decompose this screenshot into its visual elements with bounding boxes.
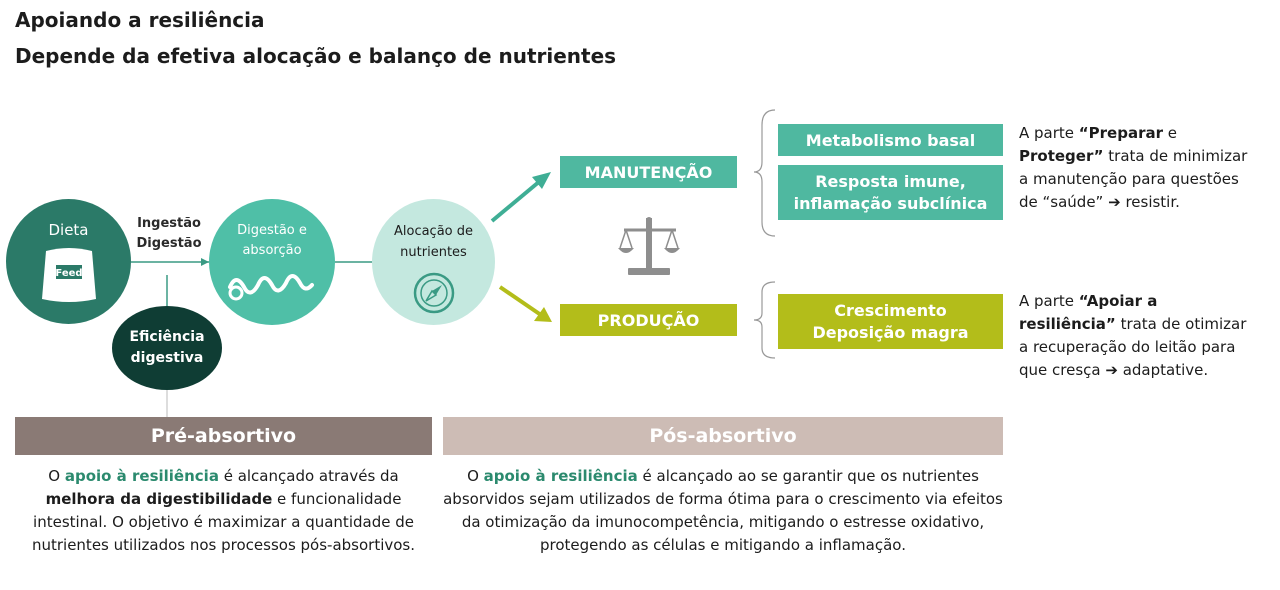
desc-bold: melhora da digestibilidade: [45, 490, 273, 508]
note-bold: “Preparar: [1078, 124, 1163, 142]
note-text: adaptative.: [1117, 361, 1209, 379]
note-text: trata de minimizar a manutenção para que…: [1019, 147, 1248, 211]
manutencao-box: MANUTENÇÃO: [560, 156, 737, 188]
digestao-e-label: Digestão e: [237, 223, 307, 238]
absorcao-label: absorção: [242, 243, 302, 258]
inflamacao-label: inflamação subclínica: [793, 193, 988, 213]
desc-text: é alcançado através da: [218, 467, 399, 485]
desc-text: O: [48, 467, 65, 485]
connector-arrowhead: [201, 258, 209, 266]
page-title: Apoiando a resiliência: [15, 8, 265, 32]
arrow-right-icon: ➔: [1108, 193, 1121, 211]
crescimento-box: Crescimento Deposição magra: [778, 294, 1003, 349]
crescimento-label: Crescimento: [834, 300, 947, 320]
eficiencia-digestiva-circle: Eficiência digestiva: [112, 306, 222, 390]
pre-absortivo-description: O apoio à resiliência é alcançado atravé…: [15, 465, 432, 557]
arrow-down-head: [534, 307, 552, 322]
desc-highlight: apoio à resiliência: [64, 467, 219, 485]
desc-highlight: apoio à resiliência: [483, 467, 638, 485]
arrow-right-icon: ➔: [1105, 361, 1118, 379]
desc-text: O: [467, 467, 484, 485]
pos-absortivo-band: Pós-absortivo: [443, 417, 1003, 455]
ingestao-digestao-label: Ingestão Digestão: [124, 214, 214, 254]
alocacao-nutrientes-circle: Alocação de nutrientes: [372, 199, 495, 325]
desc-text: e funcionalidade intestinal. O objetivo …: [31, 490, 416, 554]
note-text: A parte: [1019, 292, 1079, 310]
pre-absortivo-band: Pré-absortivo: [15, 417, 432, 455]
ingestao-label: Ingestão: [137, 216, 201, 231]
note-apoiar-resiliencia: A parte “Apoiar a resiliência” trata de …: [1019, 290, 1259, 382]
brace-bottom: [753, 281, 776, 359]
note-text: e: [1163, 124, 1177, 142]
note-bold: “Apoiar a resiliência”: [1019, 292, 1158, 333]
arrow-down-line: [498, 285, 543, 317]
digestao-label: Digestão: [136, 236, 202, 251]
pos-absortivo-description: O apoio à resiliência é alcançado ao se …: [443, 465, 1003, 557]
note-text: resistir.: [1120, 193, 1180, 211]
deposicao-magra-label: Deposição magra: [812, 322, 969, 342]
digestao-absorcao-label: Digestão e absorção: [237, 221, 307, 261]
arrow-up-line: [490, 179, 542, 223]
dieta-circle: Dieta Feed: [6, 199, 131, 324]
nutrientes-label: nutrientes: [400, 245, 467, 260]
producao-box: PRODUÇÃO: [560, 304, 737, 336]
arrow-up-head: [532, 172, 551, 189]
note-text: A parte: [1019, 124, 1079, 142]
note-text: trata de otimizar a recuperação do leitã…: [1019, 315, 1247, 379]
note-preparar-proteger: A parte “Preparar e Proteger” trata de m…: [1019, 122, 1259, 214]
desc-text: é alcançado ao se garantir que os nutrie…: [443, 467, 1003, 554]
feed-bag-icon: Feed: [41, 248, 96, 302]
alocacao-de-label: Alocação de: [393, 224, 474, 239]
digestiva-label: digestiva: [130, 350, 204, 366]
eficiencia-label: Eficiência: [129, 329, 205, 345]
note-bold: Proteger”: [1019, 147, 1104, 165]
resposta-imune-label: Resposta imune,: [815, 171, 966, 191]
alocacao-label: Alocação de nutrientes: [394, 221, 473, 263]
balance-scale-icon: [618, 217, 680, 275]
brace-top: [753, 109, 776, 237]
feed-bag-label: Feed: [55, 268, 82, 279]
digestao-absorcao-circle: Digestão e absorção: [209, 199, 335, 325]
dieta-label: Dieta: [48, 221, 89, 239]
intestine-icon: [228, 274, 314, 301]
metabolismo-basal-box: Metabolismo basal: [778, 124, 1003, 156]
resposta-imune-box: Resposta imune, inflamação subclínica: [778, 165, 1003, 220]
compass-icon: [413, 272, 454, 314]
page-subtitle: Depende da efetiva alocação e balanço de…: [15, 44, 617, 68]
